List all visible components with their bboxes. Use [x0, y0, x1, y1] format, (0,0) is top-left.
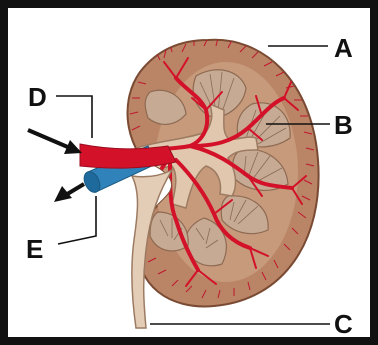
- label-b: B: [334, 110, 353, 140]
- label-a: A: [334, 33, 353, 63]
- label-d: D: [28, 82, 47, 112]
- renal-artery: [80, 144, 176, 168]
- label-e: E: [26, 234, 43, 264]
- flow-arrows: [28, 130, 84, 202]
- label-c: C: [334, 309, 353, 339]
